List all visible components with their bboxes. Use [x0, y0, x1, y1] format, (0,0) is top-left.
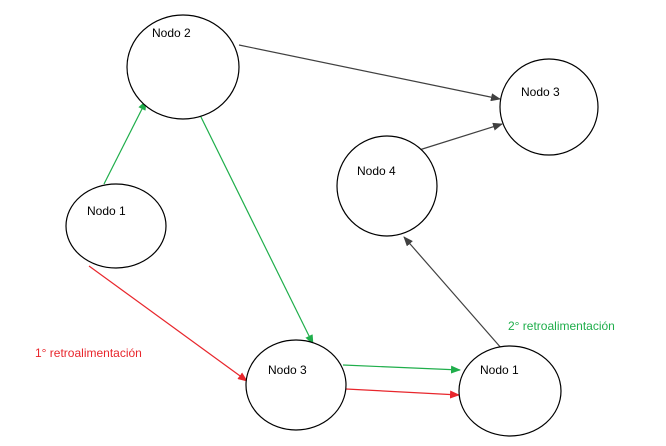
node-nodo4-shape [336, 135, 438, 237]
node-nodo1-right-shape [458, 345, 562, 437]
edge-nodo1-to-nodo3-red [88, 265, 248, 382]
node-nodo1-left-label: Nodo 1 [87, 204, 126, 218]
edge-nodo2-to-nodo3-bottom [198, 112, 314, 345]
node-nodo4-label: Nodo 4 [357, 164, 396, 178]
edges-group [88, 44, 503, 399]
annotation-first-feedback: 1° retroalimentación [35, 346, 142, 360]
node-nodo1-left[interactable]: Nodo 1 [65, 183, 167, 269]
edge-nodo3-to-nodo1-green [342, 364, 461, 374]
node-nodo3-bottom-shape [245, 339, 347, 431]
node-nodo3-top[interactable]: Nodo 3 [499, 58, 599, 156]
node-nodo2-shape [126, 14, 240, 120]
edge-nodo2-to-nodo3-top [238, 44, 501, 102]
annotations-group: 1° retroalimentación 2° retroalimentació… [35, 319, 615, 360]
edge-nodo4-to-nodo3-top [415, 122, 503, 152]
node-nodo2-label: Nodo 2 [152, 26, 191, 40]
node-nodo4[interactable]: Nodo 4 [336, 135, 438, 237]
annotation-second-feedback: 2° retroalimentación [508, 319, 615, 333]
node-nodo2[interactable]: Nodo 2 [126, 14, 240, 120]
node-nodo1-right[interactable]: Nodo 1 [458, 345, 562, 437]
node-nodo3-bottom[interactable]: Nodo 3 [245, 339, 347, 431]
node-nodo3-top-label: Nodo 3 [521, 85, 560, 99]
nodes-group: Nodo 2 Nodo 3 Nodo 4 Nodo 1 Nodo 3 Nodo … [65, 14, 599, 437]
edge-nodo3-to-nodo1-red [345, 388, 460, 399]
node-nodo3-bottom-label: Nodo 3 [268, 363, 307, 377]
edge-nodo1-to-nodo4 [403, 236, 503, 350]
node-nodo1-right-label: Nodo 1 [480, 363, 519, 377]
node-nodo3-top-shape [499, 58, 599, 156]
edge-nodo1-to-nodo2 [103, 100, 147, 185]
node-nodo1-left-shape [65, 183, 167, 269]
